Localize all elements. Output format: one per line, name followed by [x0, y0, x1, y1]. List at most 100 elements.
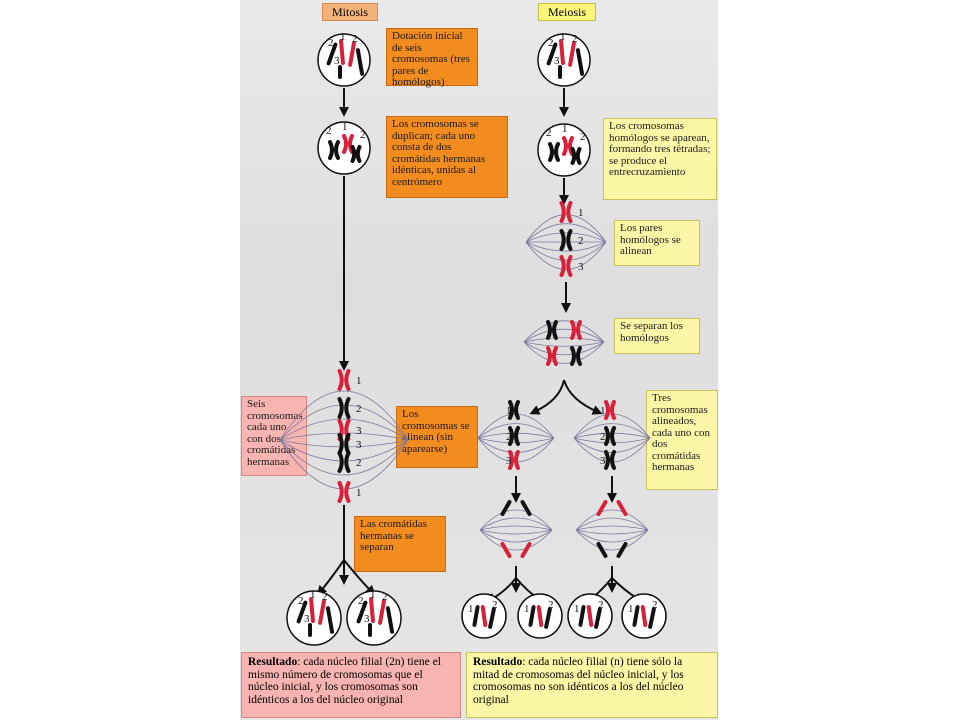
spindle-fiber — [575, 525, 649, 531]
chromosome-number: 3 — [356, 439, 362, 451]
chromosome — [648, 607, 656, 629]
chromosome-number: 1 — [506, 405, 512, 417]
chromosome — [328, 140, 340, 160]
chromosome-number: 2 — [322, 591, 328, 603]
spindle-fiber — [479, 509, 553, 531]
chromosome — [604, 426, 616, 446]
meiosis-homologs-align: 123 — [525, 201, 607, 277]
meiosis-II-left: 123 — [477, 400, 555, 470]
spindle-fiber — [525, 241, 607, 252]
chromosome-number: 1 — [562, 123, 568, 135]
chromosome — [520, 541, 532, 559]
chromosome — [586, 605, 594, 627]
chromosome-number: 2 — [548, 37, 554, 49]
spindle-fiber — [479, 529, 553, 551]
chromosome — [472, 605, 480, 627]
spindle-fiber — [575, 529, 649, 551]
spindle-fiber — [279, 439, 409, 490]
mitosis-separate-label: Las cromátidas hermanas se separan — [354, 516, 446, 572]
spindle-fiber — [279, 439, 409, 448]
chromosome-number: 2 — [546, 127, 552, 139]
mitosis-initial-label: Dotación inicial de seis cromosomas (tre… — [386, 28, 478, 88]
chromosome-number: 1 — [574, 603, 580, 615]
spindle-fiber — [525, 241, 607, 270]
chromosome-number: 1 — [310, 589, 316, 601]
spindle-fiber — [479, 529, 553, 543]
chromosome — [337, 451, 351, 473]
chromosome — [594, 607, 602, 629]
chromosome — [536, 605, 544, 627]
chromosome — [339, 39, 345, 65]
chromosome-number: 1 — [628, 603, 634, 615]
meiosis-II-anaphase-left — [479, 499, 553, 559]
meiosis-result: Resultado: cada núcleo filial (n) tiene … — [466, 652, 718, 718]
chromosome — [508, 426, 520, 446]
mitosis-duplicate-label: Los cromosomas se duplican; cada uno con… — [386, 116, 508, 198]
chromosome — [369, 597, 375, 623]
chromosome-number: 1 — [356, 487, 362, 499]
meiosis-result-text: : cada núcleo filial (n) tiene sólo la m… — [473, 656, 684, 706]
chromosome — [337, 397, 351, 419]
chromosome — [520, 499, 532, 517]
chromosome-number: 2 — [492, 599, 498, 611]
chromosome — [568, 41, 576, 67]
chromosome — [355, 48, 365, 76]
meiosis-pair-label: Los cromosomas homólogos se aparean, for… — [603, 118, 717, 200]
spindle-fiber — [279, 418, 409, 441]
chromosome — [337, 433, 351, 455]
arrow — [316, 559, 345, 596]
chromosome-number: 2 — [382, 591, 388, 603]
arrow — [343, 559, 376, 596]
chromosome-number: 2 — [506, 431, 512, 443]
chromosome — [562, 136, 574, 156]
spindle-fiber — [479, 529, 553, 535]
meiosis-homologs-separate — [523, 320, 605, 366]
spindle-fiber — [279, 404, 409, 441]
spindle-fiber — [523, 341, 605, 364]
chromosome — [528, 605, 536, 627]
chromosome — [559, 201, 573, 223]
chromosome — [508, 450, 520, 470]
mitosis-result-text: : cada núcleo filial (2n) tiene el mismo… — [248, 656, 441, 706]
chromosome — [546, 346, 558, 366]
chromosome — [559, 255, 573, 277]
spindle-fiber — [479, 525, 553, 531]
spindle-fiber — [575, 509, 649, 531]
chromosome — [508, 400, 520, 420]
mitosis-result-title: Resultado — [248, 656, 298, 668]
chromosome — [296, 600, 308, 624]
chromosome-number: 2 — [600, 431, 606, 443]
chromosome — [326, 42, 338, 66]
spindle-fiber — [279, 439, 409, 476]
meiosis-three-chromosomes-label: Tres cromosomas alineados, cada uno con … — [646, 390, 718, 490]
chromosome-number: 3 — [356, 425, 362, 437]
chromosome — [546, 42, 558, 66]
chromosome — [325, 606, 335, 634]
meiosis-II-right: 123 — [573, 400, 651, 470]
chromosome — [596, 541, 608, 559]
chromosome-number: 3 — [304, 613, 310, 625]
spindle-fiber — [279, 432, 409, 441]
spindle-fiber — [525, 241, 607, 261]
chromosome-number: 2 — [598, 599, 604, 611]
chromosome — [500, 499, 512, 517]
chromosome — [616, 499, 628, 517]
chromosome — [500, 541, 512, 559]
chromosome-number: 3 — [554, 55, 560, 67]
spindle-fiber — [575, 529, 649, 535]
meiosis-header: Meiosis — [538, 3, 596, 21]
spindle-fiber — [479, 517, 553, 531]
chromosome-number: 1 — [370, 589, 376, 601]
chromosome — [559, 39, 565, 65]
chromosome — [385, 606, 395, 634]
chromosome — [309, 597, 315, 623]
